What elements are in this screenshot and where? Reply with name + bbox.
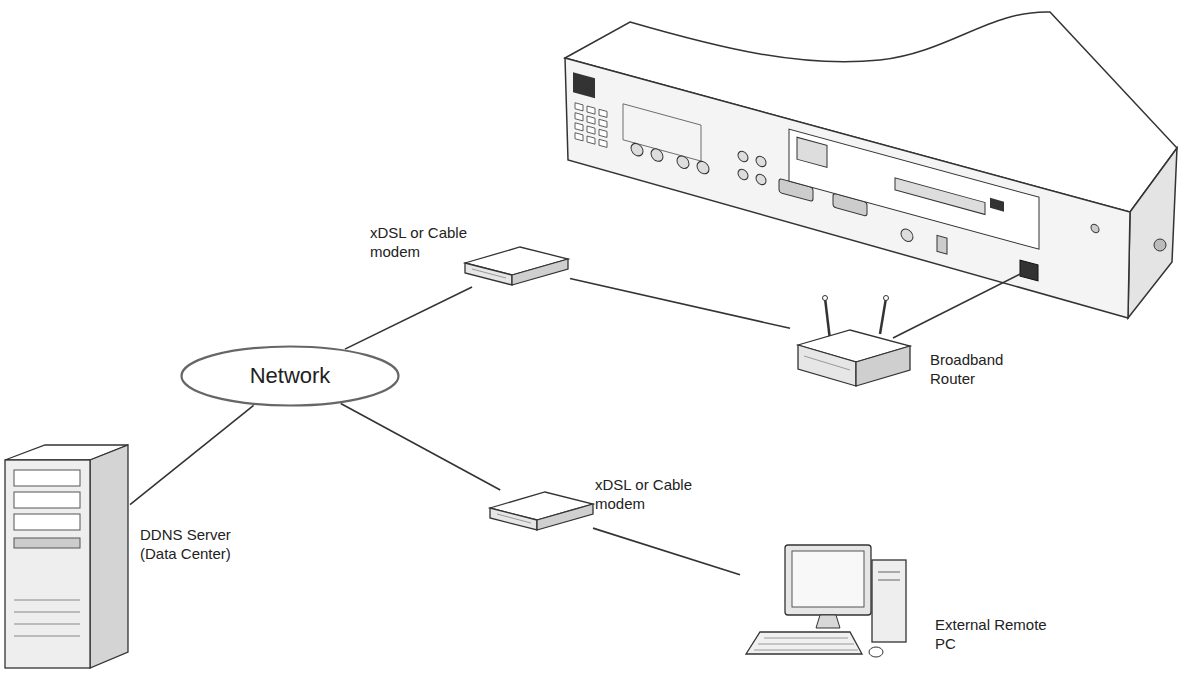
ground-screw — [1091, 223, 1099, 233]
pc-icon — [746, 545, 906, 657]
dvr-connectors — [573, 70, 1099, 297]
dvr-side — [1128, 148, 1177, 318]
network-cable — [570, 278, 790, 328]
io-panel — [789, 129, 1039, 249]
device-label: Broadband Router — [930, 350, 1030, 388]
device-node: External Remote PC — [740, 540, 915, 665]
network-label: Network — [180, 345, 400, 407]
router-dvr-cable — [893, 272, 1024, 338]
device-label: xDSL or Cable modem — [370, 223, 470, 261]
device-label: External Remote PC — [935, 615, 1065, 653]
usb-port — [937, 235, 947, 254]
power-socket — [573, 72, 595, 98]
modem-icon — [465, 247, 568, 285]
device-node: xDSL or Cable modem — [485, 490, 593, 532]
dvr-back-panel — [565, 58, 1130, 318]
network-cable — [345, 287, 472, 349]
ellipse-shape — [182, 347, 399, 406]
router-icon — [798, 296, 910, 387]
network-cable — [341, 404, 501, 490]
device-node: xDSL or Cable modem — [460, 245, 570, 287]
switch — [990, 198, 1004, 212]
ethernet-port — [1020, 260, 1038, 281]
terminal-block — [895, 178, 985, 215]
server-icon — [5, 445, 128, 668]
network-cable — [593, 528, 740, 575]
device-node: DDNS Server (Data Center) — [5, 440, 130, 670]
dvr-foot — [1154, 239, 1166, 251]
terminal-small — [797, 137, 827, 167]
network-ellipse: Network — [180, 345, 400, 407]
device-node: Broadband Router — [790, 295, 915, 390]
audio-port — [901, 228, 913, 243]
modem-icon — [490, 492, 593, 530]
bnc-connectors — [631, 121, 766, 191]
button-grid — [575, 103, 607, 148]
device-label: DDNS Server (Data Center) — [140, 525, 260, 563]
device-label: xDSL or Cable modem — [595, 475, 715, 513]
network-cable — [130, 405, 254, 504]
dvr-unit — [565, 12, 1177, 318]
